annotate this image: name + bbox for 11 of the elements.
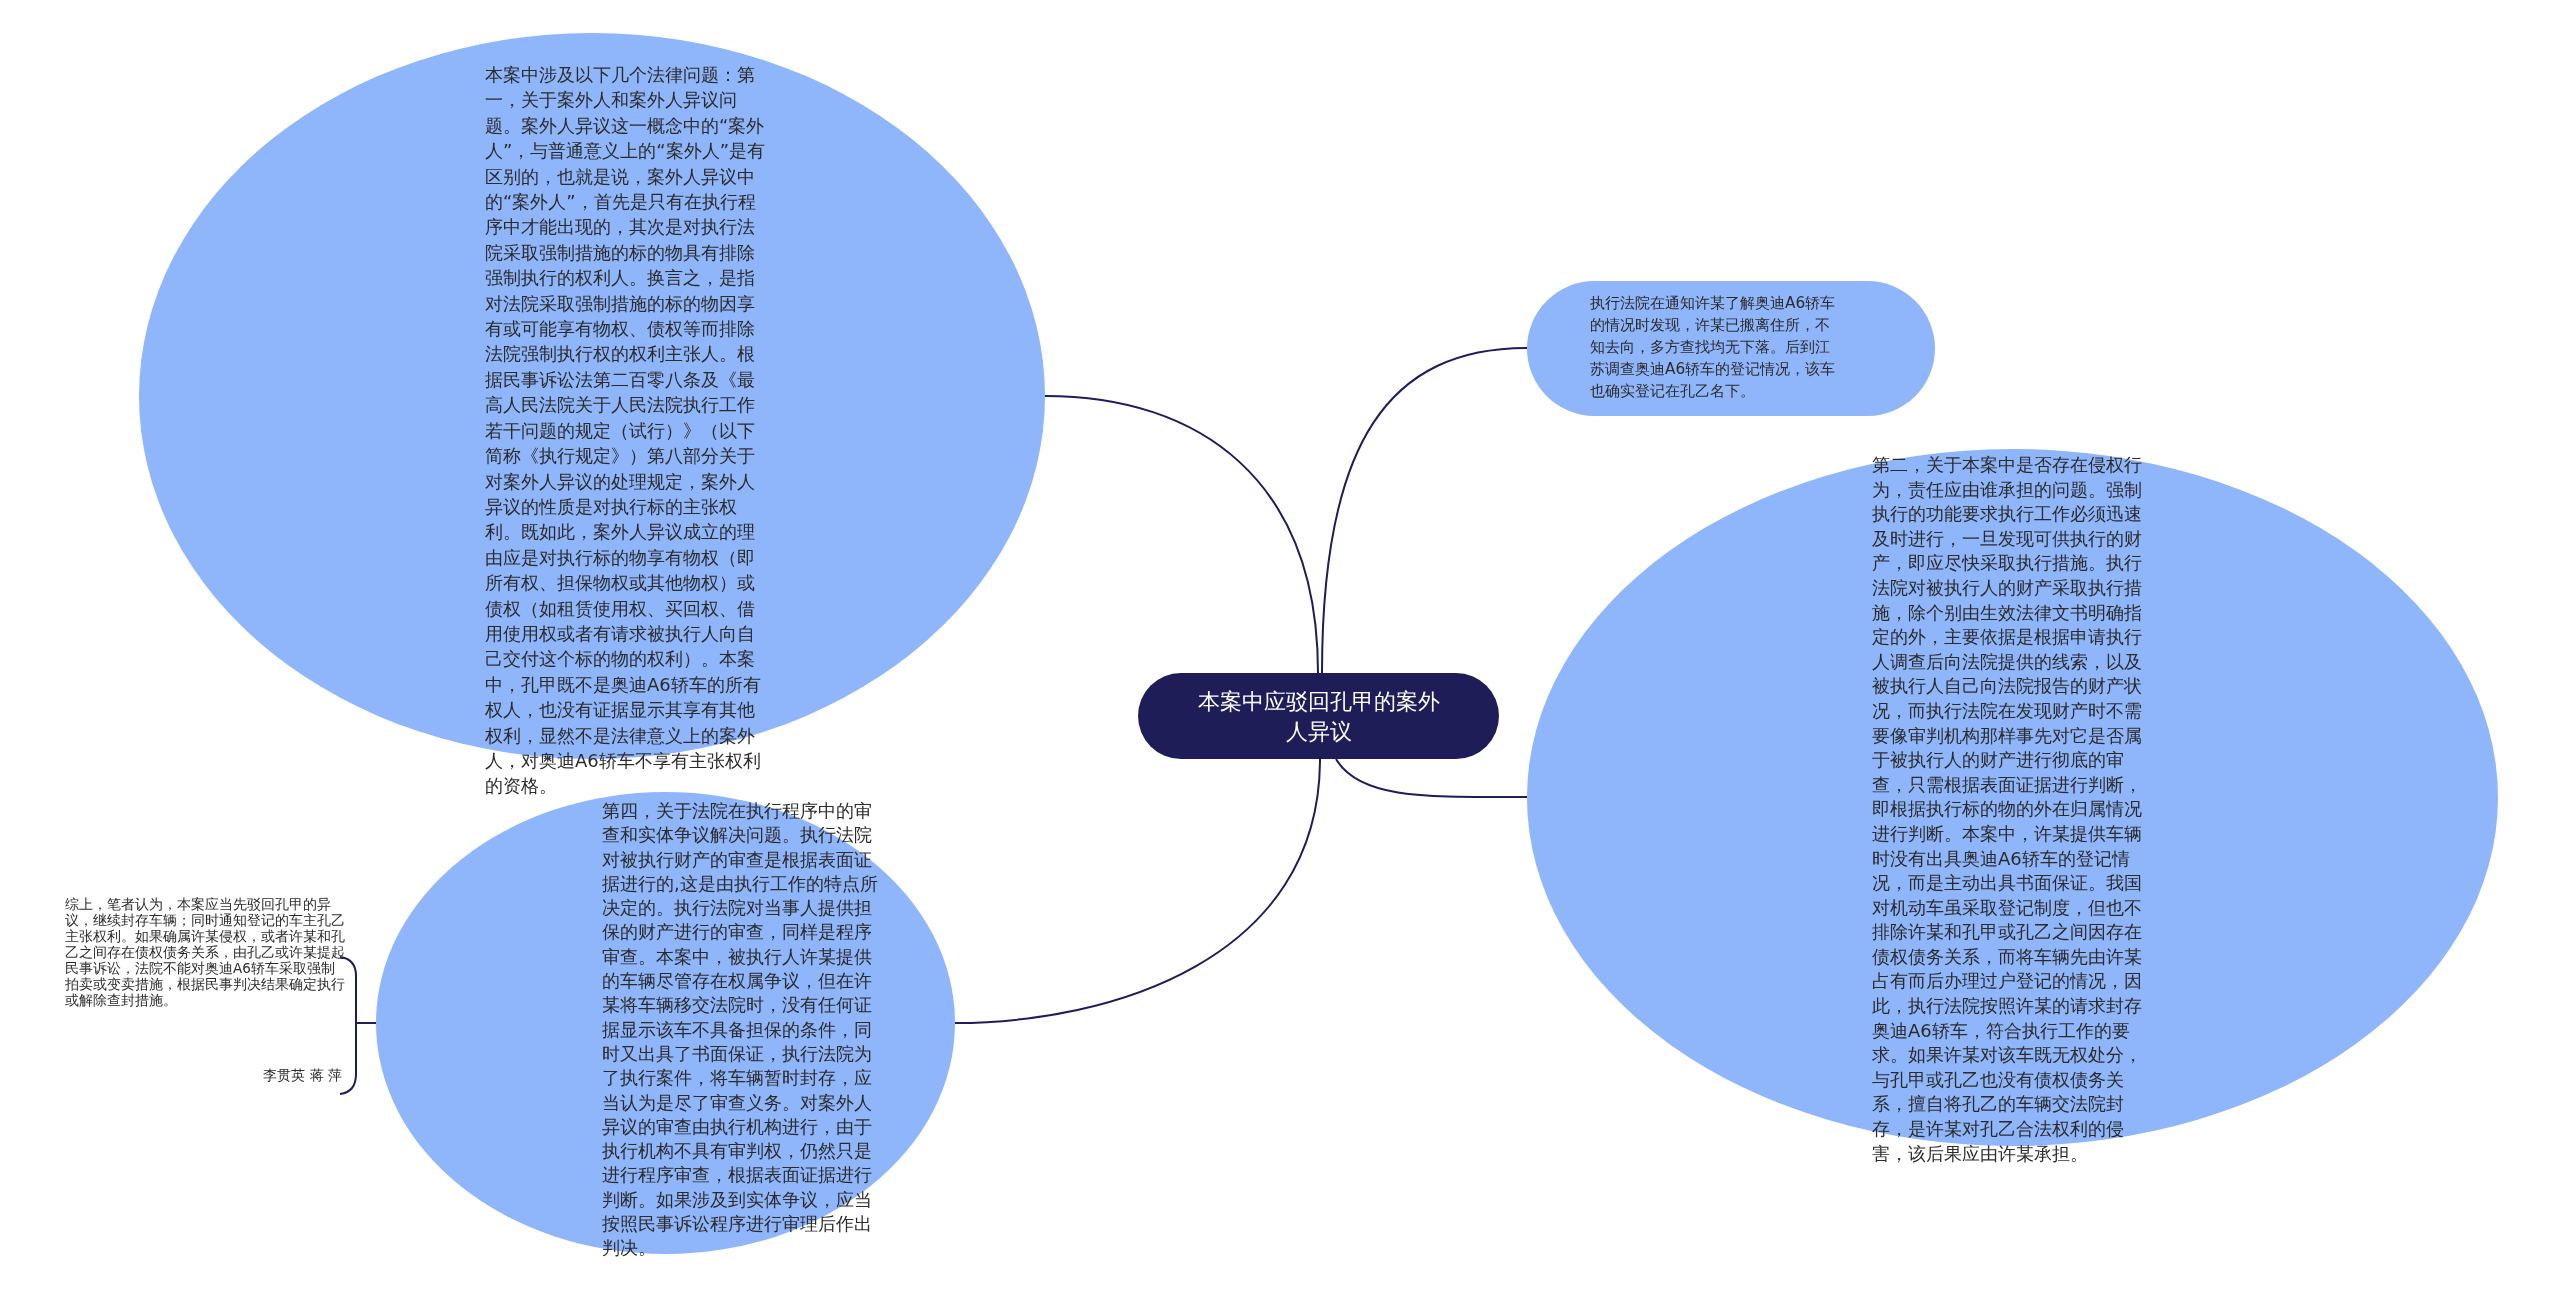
note-text: 综上，笔者认为，本案应当先驳回孔甲的异议，继续封存车辆；同时通知登记的车主孔乙主张权利。如果确属许某侵权，或者许某和孔乙之间存在债权债务关系，由孔乙或许某提起民事诉讼，法院不能对奥迪A6轿车采取强制拍卖或变卖措施，根据民事判决结果确定执行或解除查封措施。 <box>65 896 345 1008</box>
topic-text: 本案中涉及以下几个法律问题：第一，关于案外人和案外人异议问题。案外人异议这一概念中的“案外人”，与普通意义上的“案外人”是有区别的，也就是说，案外人异议中的“案外人”，首先是只有在执行程序中才能出现的，其次是对执行法院采取强制措施的标的物具有排除强制执行的权利人。换言之，是指对法院采取强制措施的标的物因享有或可能享有物权、债权等而排除法院强制执行权的权利主张人。根据民事诉讼法第二百零八条及《最高人民法院关于人民法院执行工作若干问题的规定（试行）》（以下简称《执行规定》）第八部分关于对案外人异议的处理规定，案外人异议的性质是对执行标的主张权利。既如此，案外人异议成立的理由应是对执行标的物享有物权（即所有权、担保物权或其他物权）或债权（如租赁使用权、买回权、借用使用权或者有请求被执行人向自己交付这个标的物的权利）。本案中，孔甲既不是奥迪A6轿车的所有权人，也没有证据显示其享有其他权利，显然不是法律意义上的案外人，对奥迪A6轿车不享有主张权利的资格。 <box>485 63 766 799</box>
topic-text: 本案中应驳回孔甲的案外人异议 <box>1196 688 1441 746</box>
topic-text: 执行法院在通知许某了解奥迪A6轿车的情况时发现，许某已搬离住所，不知去向，多方查找均无下落。后到江苏调查奥迪A6轿车的登记情况，该车也确实登记在孔乙名下。 <box>1590 293 1836 402</box>
connector <box>1044 395 1319 674</box>
author-name: 李贯英 蒋 萍 <box>263 1067 342 1083</box>
topic-text: 第二，关于本案中是否存在侵权行为，责任应由谁承担的问题。强制执行的功能要求执行工作必须迅速及时进行，一旦发现可供执行的财产，即应尽快采取执行措施。执行法院对被执行人的财产采取执行措施，除个别由生效法律文书明确指定的外，主要依据是根据申请执行人调查后向法院提供的线索，以及被执行人自己向法院报告的财产状况，而执行法院在发现财产时不需要像审判机构那样事先对它是否属于被执行人的财产进行彻底的审查，只需根据表面证据进行判断，即根据执行标的物的外在归属情况进行判断。本案中，许某提供车辆时没有出具奥迪A6轿车的登记情况，而是主动出具书面保证。我国对机动车虽采取登记制度，但也不排除许某和孔甲或孔乙之间因存在债权债务关系，而将车辆先由许某占有而后办理过户登记的情况，因此，执行法院按照许某的请求封存奥迪A6轿车，符合执行工作的要求。如果许某对该车既无权处分，与孔甲或孔乙也没有债权债务关系，擅自将孔乙的车辆交法院封存，是许某对孔乙合法权利的侵害，该后果应由许某承担。 <box>1872 453 2143 1166</box>
connector <box>1321 347 1528 674</box>
topic-text: 第四，关于法院在执行程序中的审查和实体争议解决问题。执行法院对被执行财产的审查是根据表面证据进行的,这是由执行工作的特点所决定的。执行法院对当事人提供担保的财产进行的审查，同样是程序审查。本案中，被执行人许某提供的车辆尽管存在权属争议，但在许某将车辆移交法院时，没有任何证据显示该车不具备担保的条件，同时又出具了书面保证，执行法院为了执行案件，将车辆暂时封存，应当认为是尽了审查义务。对案外人异议的审查由执行机构进行，由于执行机构不具有审判权，仍然只是进行程序审查，根据表面证据进行判断。如果涉及到实体争议，应当按照民事诉讼程序进行审理后作出判决。 <box>602 799 879 1261</box>
connector <box>1335 758 1528 799</box>
connector <box>954 758 1321 1024</box>
